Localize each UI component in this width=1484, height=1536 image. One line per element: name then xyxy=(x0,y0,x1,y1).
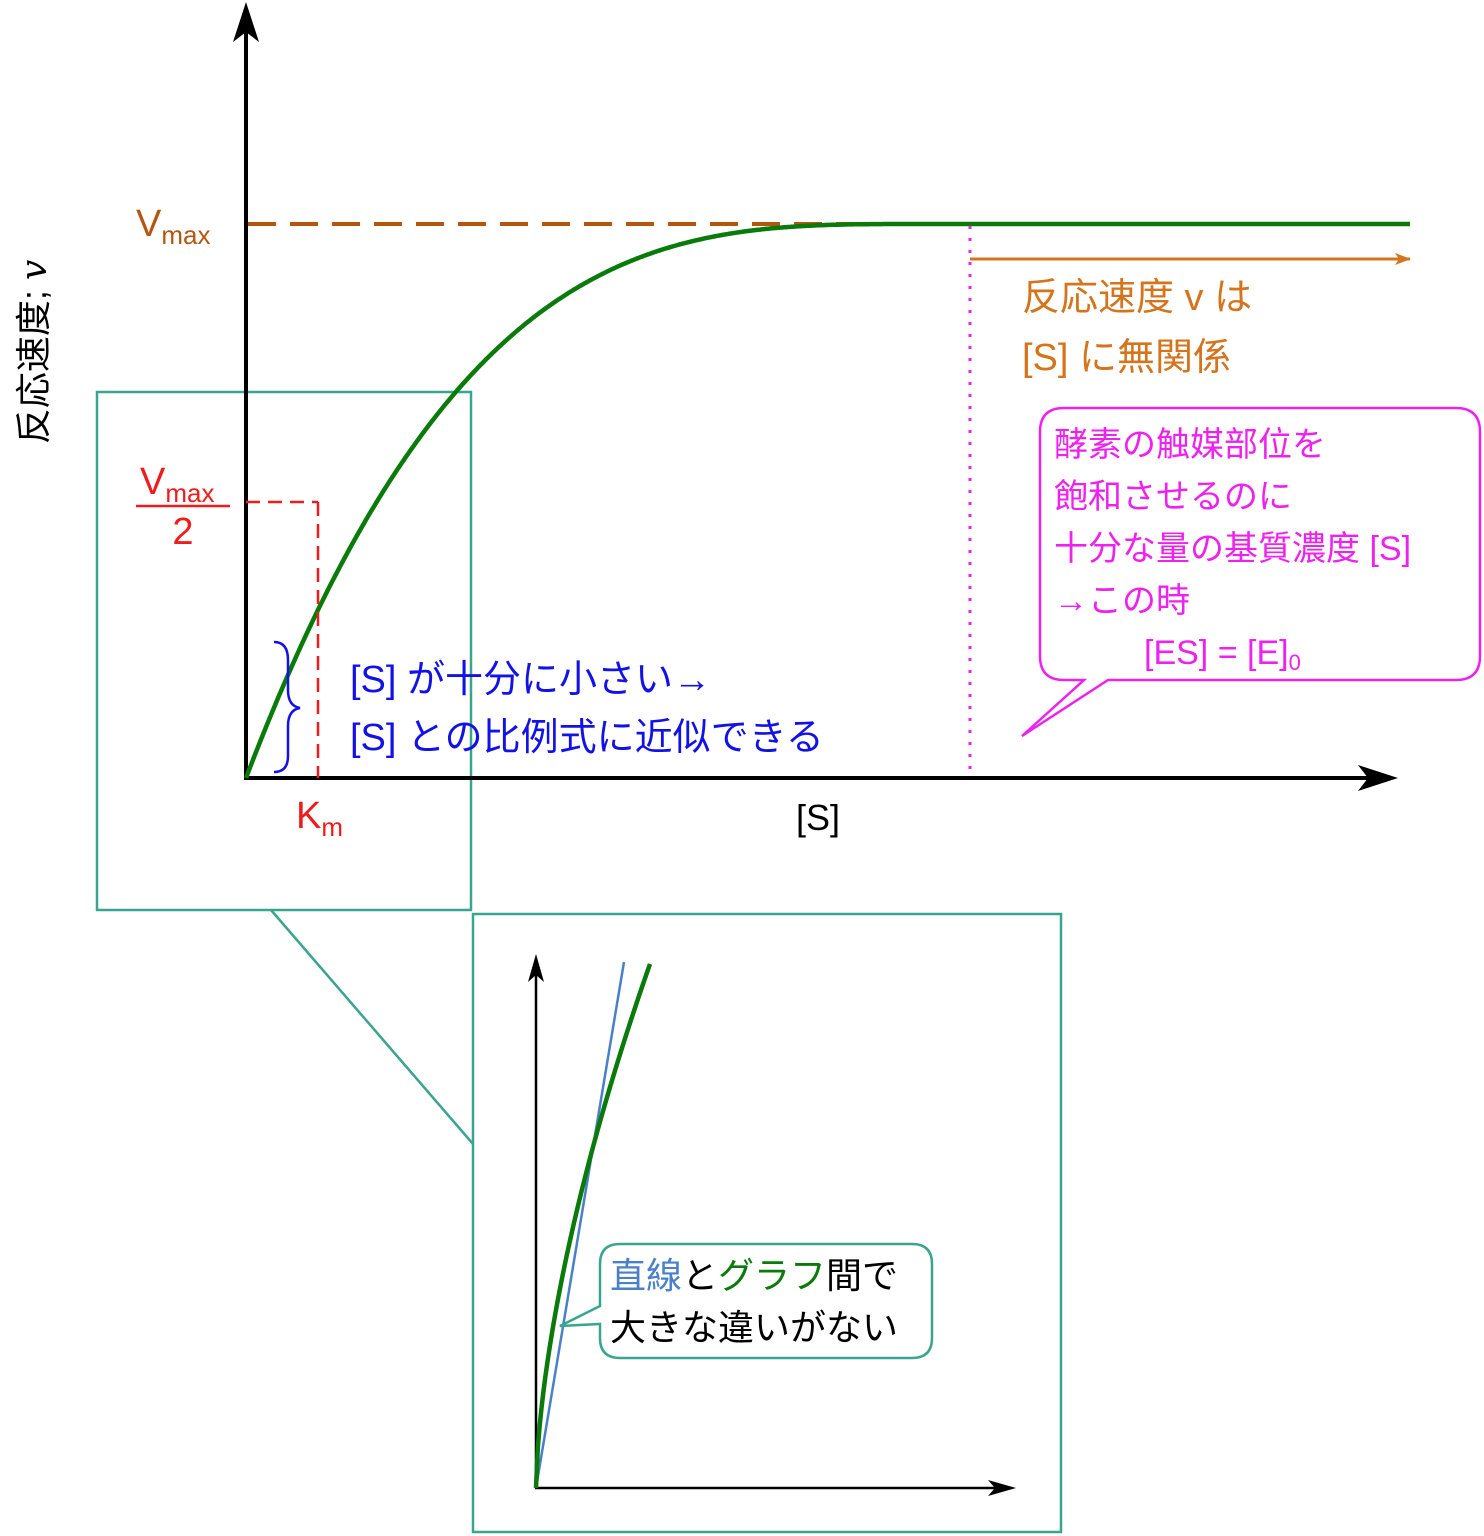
inset-panel xyxy=(471,912,1063,1534)
callout-line2: 飽和させるのに xyxy=(1054,478,1292,516)
inset-callout-bubble xyxy=(559,1242,934,1360)
x-axis-label: [S] xyxy=(796,797,840,838)
saturation-note-line1: 反応速度 v は xyxy=(1022,277,1252,319)
inset-y-arrowhead xyxy=(528,954,544,982)
small-s-note-line1: [S] が十分に小さい→ xyxy=(350,659,711,701)
callout-line3: 十分な量の基質濃度 [S] xyxy=(1054,530,1411,568)
x-axis-arrowhead xyxy=(1358,765,1398,791)
vmax-label: Vmax xyxy=(136,203,210,250)
zoom-connector-line xyxy=(270,909,474,1145)
km-label: Km xyxy=(296,795,343,842)
half-vmax-label: Vmax xyxy=(140,461,214,508)
inset-x-arrowhead xyxy=(988,1480,1016,1496)
zoom-region-box xyxy=(95,390,473,912)
saturation-curve xyxy=(243,221,1410,779)
small-s-brace xyxy=(273,640,301,774)
inset-note-line2: 大きな違いがない xyxy=(610,1307,898,1348)
callout-line1: 酵素の触媒部位を xyxy=(1054,426,1326,464)
saturation-note-line2: [S] に無関係 xyxy=(1022,337,1231,379)
callout-line4: →この時 xyxy=(1054,582,1190,620)
inset-linear-approximation xyxy=(534,961,626,1489)
callout-equation: [ES] = [E]0 xyxy=(1144,634,1301,675)
y-axis-arrowhead xyxy=(233,2,259,42)
half-vmax-denominator: 2 xyxy=(172,511,193,553)
inset-curve xyxy=(533,963,653,1489)
small-s-note-line2: [S] との比例式に近似できる xyxy=(350,717,824,759)
callout-bubble xyxy=(1021,406,1482,738)
y-axis-label: 反応速度; v xyxy=(13,260,55,444)
inset-note-line1: 直線とグラフ間で xyxy=(610,1255,898,1296)
